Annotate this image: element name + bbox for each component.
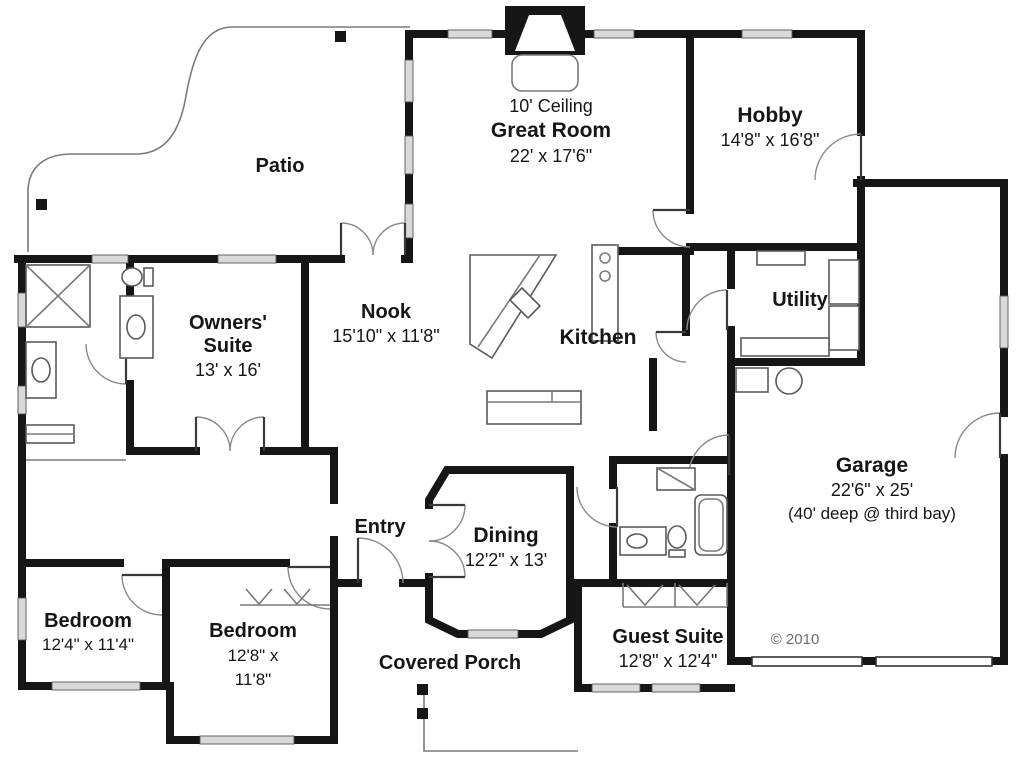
guest-suite-label: Guest Suite [612, 626, 723, 648]
water-softener [735, 367, 769, 393]
owners-suite-label-1: Owners' [189, 312, 267, 334]
porch-outline [417, 684, 578, 752]
toilet-tank [143, 267, 154, 287]
window [741, 29, 793, 39]
windows [17, 29, 1009, 745]
sink [126, 314, 146, 340]
utility-shelf [756, 250, 806, 266]
great-room-dims: 22' x 17'6" [510, 146, 592, 166]
window [91, 254, 129, 264]
patio-outline [27, 26, 410, 252]
window [404, 59, 414, 103]
window [199, 735, 295, 745]
owners-bath-fixtures [25, 264, 154, 461]
window [17, 597, 27, 641]
window [447, 29, 493, 39]
bedroom-left-dims: 12'4" x 11'4" [42, 635, 134, 654]
bifold-door [626, 584, 664, 607]
interior-walls [18, 247, 735, 692]
kitchen-sink [508, 286, 542, 320]
fireplace [505, 6, 585, 92]
sink [31, 357, 51, 383]
window [404, 135, 414, 175]
window [17, 385, 27, 415]
vanity [119, 295, 154, 359]
doors [85, 133, 1002, 616]
covered-porch-label: Covered Porch [379, 652, 521, 674]
washer [828, 259, 860, 305]
dryer [828, 305, 860, 351]
garage-door [875, 656, 993, 667]
water-heater [775, 367, 803, 395]
window [591, 683, 641, 693]
window [217, 254, 277, 264]
patio-label: Patio [256, 155, 305, 177]
kitchen-range-counter [591, 244, 619, 342]
garage-label: Garage [836, 454, 908, 477]
burner [599, 252, 611, 264]
nook-label: Nook [361, 301, 412, 323]
closets [240, 583, 728, 608]
toilet-tank [668, 549, 686, 558]
bedroom-mid-dims-2: 11'8" [235, 670, 271, 689]
room-labels: Patio 10' Ceiling Great Room 22' x 17'6"… [42, 96, 956, 689]
bathtub-inner [698, 498, 724, 552]
window [467, 629, 519, 639]
toilet-bowl [667, 525, 687, 549]
dining-label: Dining [473, 524, 538, 547]
copyright-text: © 2010 [771, 631, 820, 648]
garage-dims: 22'6" x 25' [831, 480, 913, 500]
entry-label: Entry [354, 516, 406, 538]
dining-dims: 12'2" x 13' [465, 550, 547, 570]
burner [599, 270, 611, 282]
patio-post [335, 31, 346, 42]
guest-bath-fixtures [619, 467, 728, 558]
utility-fixtures [735, 250, 860, 395]
toilet-bowl [121, 267, 143, 287]
great-room-ceiling: 10' Ceiling [509, 96, 593, 116]
bifold-door [245, 588, 273, 606]
bathtub [694, 494, 728, 556]
window [999, 295, 1009, 349]
bedroom-mid-label: Bedroom [209, 620, 297, 642]
bedroom-left-label: Bedroom [44, 610, 132, 632]
kitchen-fixtures [469, 244, 619, 425]
kitchen-counter [469, 254, 558, 360]
window [51, 681, 141, 691]
bifold-door [678, 584, 716, 607]
kitchen-label: Kitchen [559, 326, 636, 349]
guest-suite-dims: 12'8" x 12'4" [619, 651, 718, 671]
great-room-label: Great Room [491, 119, 611, 142]
bedroom-mid-dims-1: 12'8" x [228, 646, 279, 665]
hobby-dims: 14'8" x 16'8" [721, 130, 820, 150]
owners-suite-dims: 13' x 16' [195, 360, 261, 380]
window [651, 683, 701, 693]
window [404, 203, 414, 239]
sink [626, 533, 648, 549]
hobby-label: Hobby [737, 104, 803, 127]
porch-post [417, 708, 428, 719]
kitchen-island [486, 390, 582, 425]
utility-label: Utility [772, 289, 828, 311]
window [593, 29, 635, 39]
owners-suite-label-2: Suite [204, 335, 253, 357]
nook-dims: 15'10" x 11'8" [332, 326, 439, 346]
patio-post [36, 199, 47, 210]
garage-note: (40' deep @ third bay) [788, 504, 956, 523]
garage-door [751, 656, 863, 667]
utility-counter [740, 337, 830, 357]
window [17, 292, 27, 328]
bifold-door [283, 588, 311, 606]
garage-door-openings [751, 656, 993, 667]
porch-post [417, 684, 428, 695]
